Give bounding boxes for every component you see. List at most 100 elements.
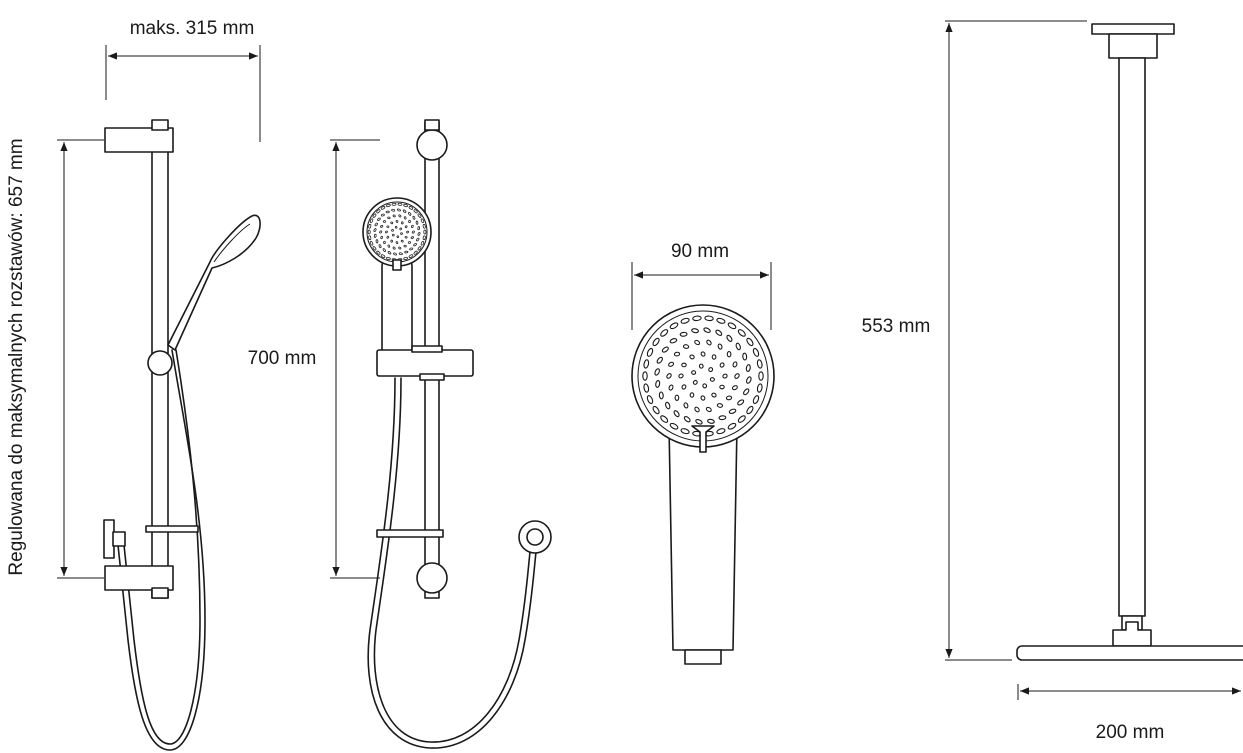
spray-nozzle: [412, 215, 416, 220]
spray-nozzle: [398, 214, 402, 218]
spray-nozzle: [680, 317, 690, 324]
spray-nozzle: [385, 230, 388, 234]
spray-nozzle: [392, 233, 395, 237]
spray-nozzle: [756, 383, 763, 393]
spray-nozzle: [367, 229, 371, 235]
soap-ring: [376, 529, 444, 538]
spray-nozzle: [380, 213, 385, 217]
spray-nozzle: [758, 371, 764, 381]
spray-nozzle: [746, 337, 754, 347]
spray-nozzle: [700, 351, 706, 357]
handset-diameter-label: 90 mm: [671, 241, 729, 262]
spray-nozzle: [737, 329, 746, 337]
spray-nozzle: [683, 416, 691, 423]
spray-nozzle: [737, 415, 746, 423]
spray-nozzle: [396, 235, 400, 239]
spray-nozzle: [756, 359, 763, 369]
spray-nozzle: [646, 395, 654, 405]
spray-nozzle: [682, 344, 690, 349]
spray-nozzle: [735, 342, 741, 351]
handset-body: [668, 424, 738, 651]
spray-nozzle: [394, 225, 398, 229]
bottom-wall-bracket: [104, 565, 174, 591]
spray-nozzle: [403, 244, 407, 248]
spray-nozzle: [391, 229, 394, 232]
spray-nozzle: [378, 244, 382, 249]
spray-nozzle: [727, 322, 737, 330]
spray-nozzle: [390, 239, 393, 243]
spray-nozzle: [393, 252, 397, 256]
spray-nozzle: [642, 371, 648, 381]
adjustable-dimension-label: Regulowana do maksymalnych rozstawów: 65…: [6, 138, 27, 575]
spray-nozzle: [386, 256, 391, 261]
spray-nozzle: [725, 395, 733, 401]
spray-nozzle: [380, 235, 383, 240]
spray-nozzle: [408, 219, 411, 224]
spray-nozzle: [643, 359, 650, 369]
spray-nozzle: [692, 379, 698, 385]
spray-nozzle: [719, 362, 725, 368]
spray-nozzle: [732, 361, 738, 368]
spray-nozzle: [673, 351, 681, 357]
spray-nozzle: [665, 401, 671, 410]
spray-nozzle: [411, 230, 415, 234]
head-connector: [1112, 621, 1152, 647]
slider-knob: [147, 350, 173, 376]
spray-nozzle: [399, 227, 402, 231]
spray-nozzle: [643, 383, 650, 393]
spray-nozzle: [716, 317, 726, 324]
spray-nozzle: [734, 373, 740, 379]
spray-nozzle: [417, 232, 421, 236]
spray-nozzle: [400, 239, 404, 243]
ceiling-arm-view: [945, 20, 1243, 700]
spray-nozzle: [395, 241, 399, 244]
handset-side: [167, 214, 261, 351]
spray-nozzle: [408, 212, 412, 216]
spray-nozzle: [382, 220, 387, 223]
spray-nozzle: [397, 202, 403, 206]
spray-nozzle: [695, 419, 703, 425]
spray-nozzle: [380, 254, 386, 258]
spray-nozzle: [398, 252, 403, 256]
spray-nozzle: [369, 241, 374, 246]
spray-nozzle: [392, 246, 396, 250]
spray-nozzle: [382, 248, 386, 252]
spray-nozzle: [711, 354, 717, 360]
spray-nozzle: [410, 236, 414, 239]
spray-nozzle: [704, 315, 714, 322]
spray-nozzle: [375, 239, 379, 244]
spray-nozzle: [422, 235, 426, 241]
spray-nozzle: [708, 367, 714, 373]
spray-nozzle: [698, 363, 704, 369]
spray-nozzle: [715, 329, 723, 336]
spray-nozzle: [669, 422, 679, 430]
spray-nozzle: [707, 418, 715, 424]
spray-nozzle: [417, 246, 422, 251]
spray-nozzle: [705, 406, 712, 413]
spray-nozzle: [386, 225, 390, 228]
spray-nozzle: [368, 235, 372, 241]
spray-nozzle: [752, 395, 760, 405]
spray-nozzle: [403, 216, 407, 220]
spray-nozzle: [387, 251, 392, 255]
spray-nozzle: [380, 225, 384, 228]
spray-nozzle: [646, 347, 654, 357]
spray-nozzle: [702, 383, 708, 389]
spray-nozzle: [390, 221, 394, 225]
soap-ring: [145, 525, 199, 533]
spray-nozzle: [406, 230, 409, 234]
spray-nozzle: [422, 223, 426, 229]
spray-nozzle: [411, 224, 414, 229]
spray-nozzle: [731, 385, 738, 391]
spray-nozzle: [391, 208, 396, 212]
spray-nozzle: [400, 232, 403, 235]
bottom-end-cap: [416, 562, 448, 594]
spray-nozzle: [737, 399, 745, 406]
ceiling-arm-height-label: 553 mm: [862, 316, 931, 337]
spray-nozzle: [377, 217, 381, 221]
spray-nozzle: [722, 373, 728, 379]
spray-nozzle: [652, 405, 660, 415]
spray-nozzle: [420, 218, 425, 223]
spray-nozzle: [668, 361, 675, 367]
